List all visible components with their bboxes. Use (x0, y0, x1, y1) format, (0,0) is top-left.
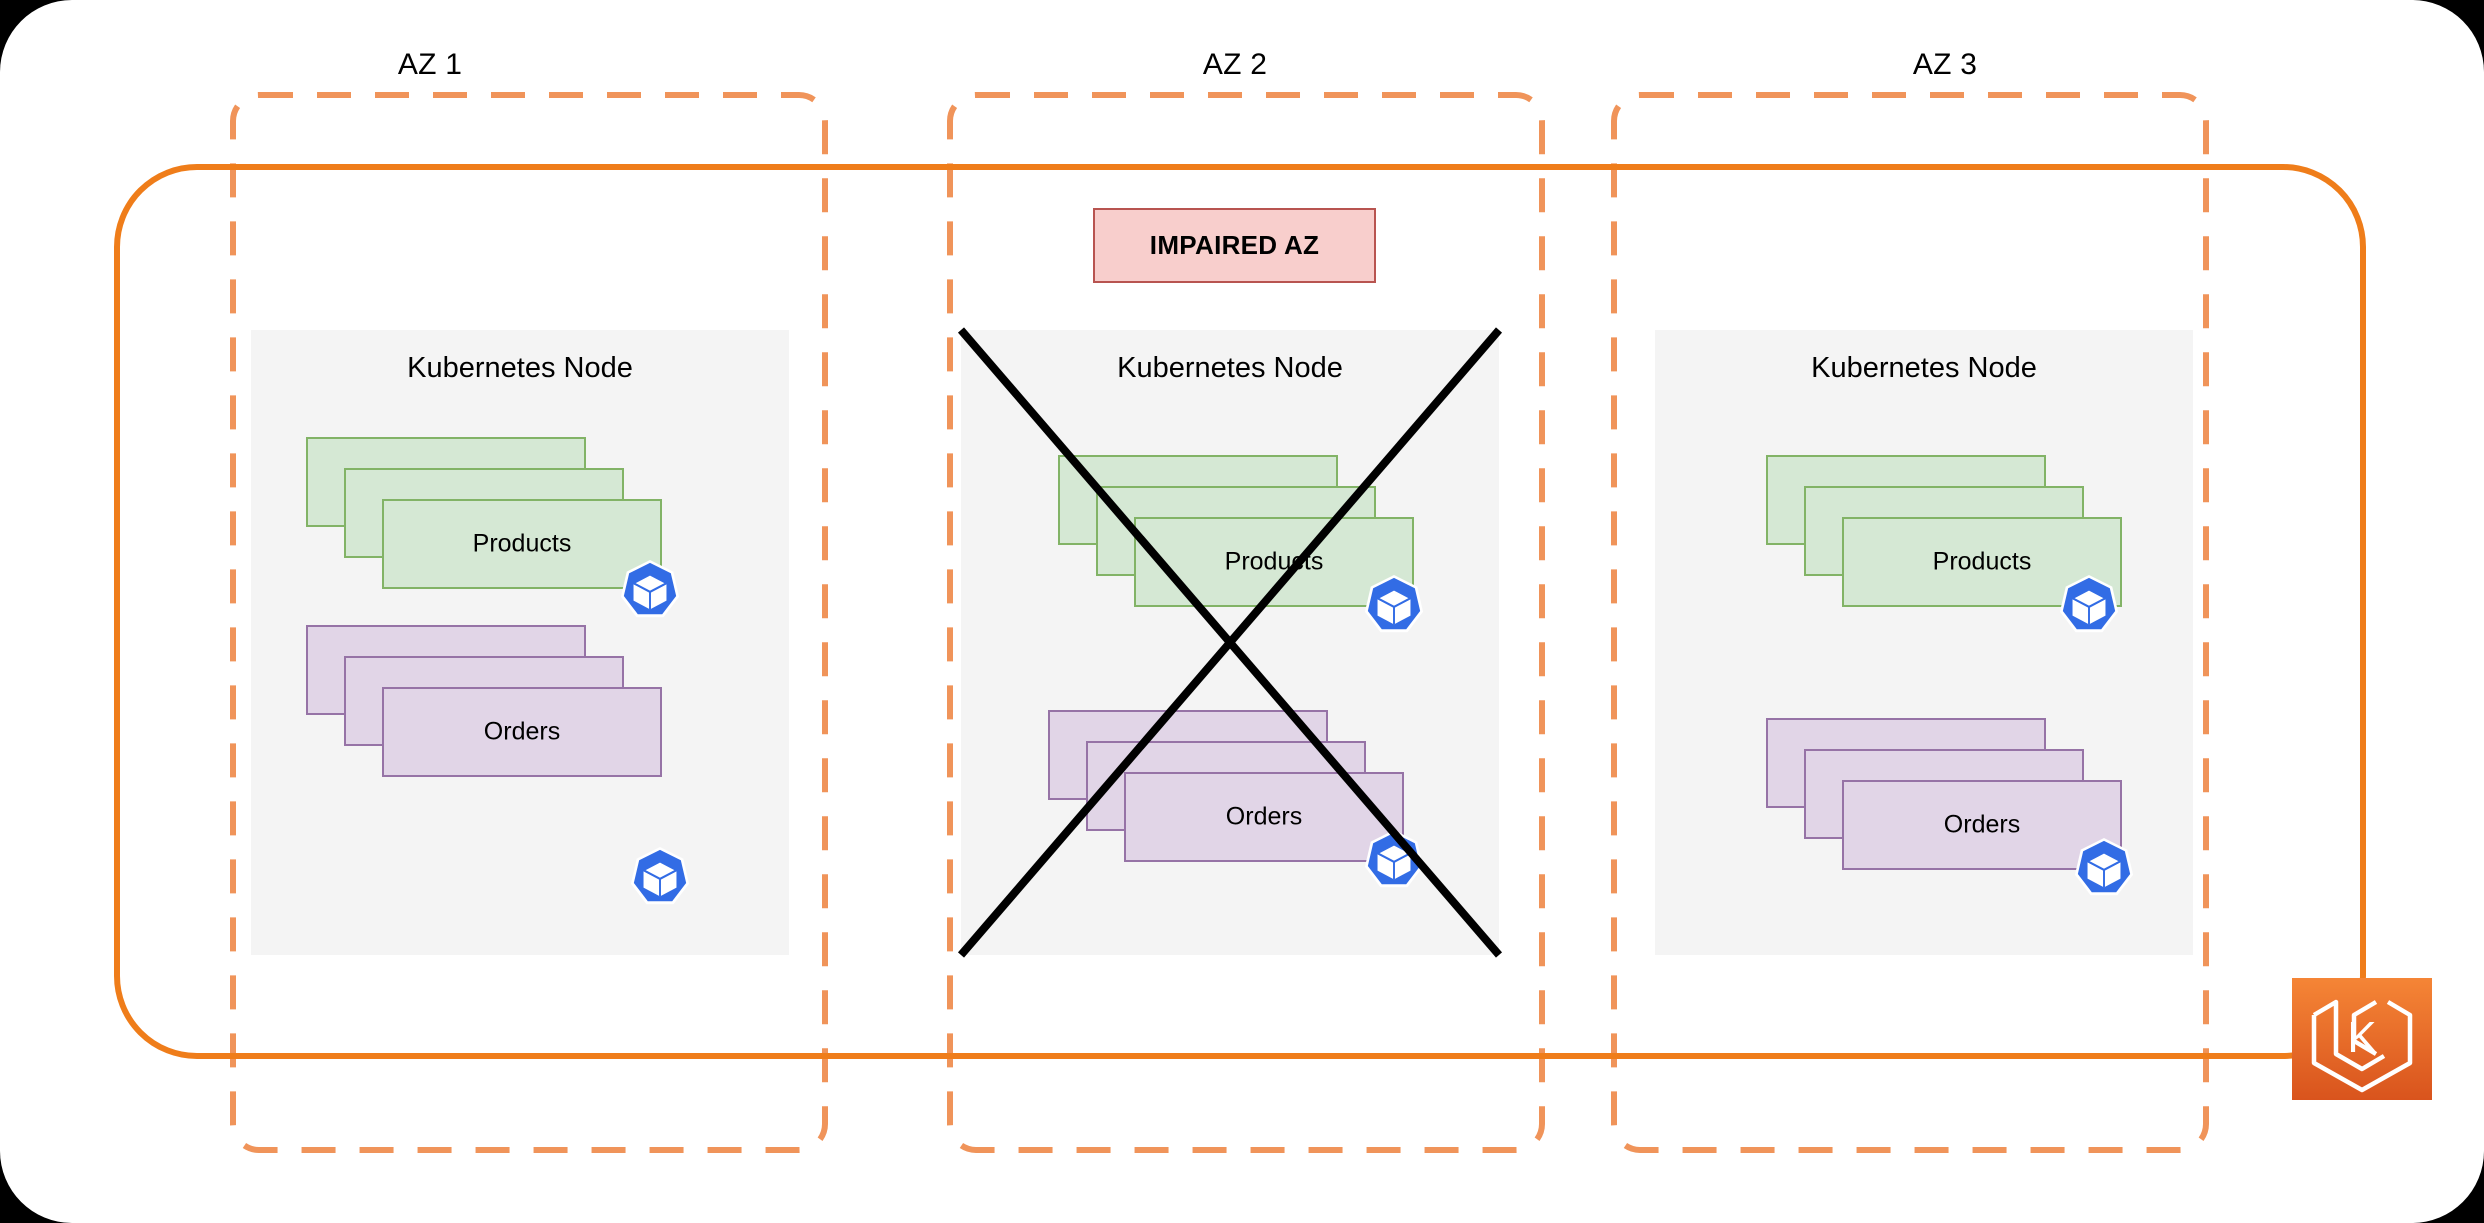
aws-eks-icon: K (2292, 978, 2432, 1100)
az-label-3: AZ 3 (1912, 48, 1978, 81)
workload-label-orders-az1: Orders (483, 717, 561, 746)
kubernetes-icon (629, 845, 691, 907)
replica-card-front: Orders (382, 687, 662, 777)
kubernetes-icon (2073, 836, 2135, 898)
impaired-az-badge: IMPAIRED AZ (1093, 208, 1376, 283)
workload-label-products-az1: Products (472, 529, 572, 558)
replica-card-front: Orders (1124, 772, 1404, 862)
node-title-az2: Kubernetes Node (1117, 352, 1343, 384)
workload-label-orders-az2: Orders (1225, 802, 1303, 831)
workload-stack-orders-az1: Orders (306, 625, 676, 777)
az-label-1: AZ 1 (397, 48, 463, 81)
eks-logo-glyph: K (2347, 1013, 2376, 1062)
az-label-2: AZ 2 (1202, 48, 1268, 81)
node-title-az1: Kubernetes Node (407, 352, 633, 384)
kubernetes-icon (1363, 828, 1425, 890)
node-title-az3: Kubernetes Node (1811, 352, 2037, 384)
kubernetes-icon (619, 558, 681, 620)
kubernetes-icon (2058, 573, 2120, 635)
kubernetes-icon (1363, 573, 1425, 635)
